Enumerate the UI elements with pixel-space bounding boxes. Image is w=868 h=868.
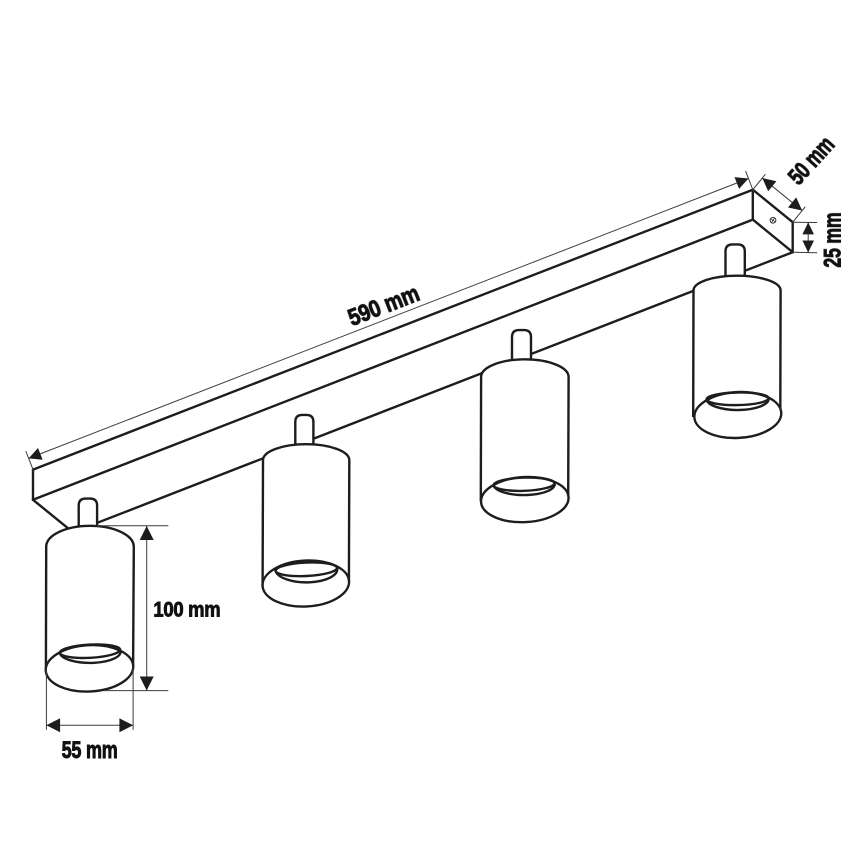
spotlight-2-bezel <box>274 566 339 584</box>
spotlight-2-stem <box>294 413 315 449</box>
dimension-spot-height: 100 mm <box>97 525 221 692</box>
dim-590-ext-left <box>25 450 35 473</box>
dim-590-line <box>28 178 749 459</box>
dim-590-label: 590 mm <box>344 280 423 332</box>
spotlight-2-body <box>261 443 351 587</box>
spotlight-4-bezel <box>705 397 770 412</box>
end-screw-icon <box>769 216 777 224</box>
spotlight-3-stem <box>510 328 533 364</box>
dim-55-arrow-right <box>119 718 134 733</box>
spotlight-1-bezel <box>58 649 122 665</box>
bar-right-bottom-depth-edge <box>751 218 794 254</box>
bar-middle-edge <box>31 218 754 501</box>
dim-55-label: 55 mm <box>62 737 118 764</box>
dimension-bar-length: 590 mm <box>25 170 755 473</box>
dim-50-label: 50 mm <box>783 131 840 190</box>
dim-25-ext-bottom <box>792 251 818 254</box>
dim-590-ext-right <box>745 170 755 193</box>
dim-50-arrow-lower <box>788 197 803 211</box>
dimension-bar-depth: 50 mm <box>752 131 840 223</box>
dim-25-arrow-up <box>802 222 814 235</box>
bar-right-top-depth-edge <box>751 188 794 224</box>
spotlight-1-stem <box>77 497 99 532</box>
dimension-bar-height: 25 mm <box>792 212 847 268</box>
mounting-bar <box>31 188 794 534</box>
dimension-spot-diameter: 55 mm <box>45 667 134 764</box>
spotlight-1-body <box>44 524 135 671</box>
dim-55-arrow-left <box>46 718 61 733</box>
dim-590-arrow-right <box>734 177 749 189</box>
dim-25-arrow-down <box>802 240 814 253</box>
spotlight-1 <box>44 497 135 693</box>
spotlight-4-body <box>692 274 782 418</box>
spotlight-4-stem <box>724 243 746 280</box>
dim-100-arrow-up <box>139 526 154 540</box>
bar-top-edge <box>31 188 754 471</box>
dim-590-arrow-left <box>28 448 43 460</box>
spotlight-4 <box>692 243 783 440</box>
dim-50-arrow-upper <box>762 178 777 192</box>
dim-100-label: 100 mm <box>153 597 220 621</box>
spotlight-3-bezel <box>492 481 556 497</box>
spotlight-3 <box>479 328 570 524</box>
dim-25-label: 25 mm <box>820 213 847 268</box>
bar-bottom-edge <box>71 250 794 534</box>
dim-100-arrow-down <box>139 676 154 691</box>
bar-left-depth-edge <box>31 498 75 534</box>
dim-50-ext-left <box>752 173 766 191</box>
spotlight-2 <box>261 413 351 608</box>
spotlight-3-body <box>479 358 570 502</box>
dim-50-ext-right <box>792 206 806 223</box>
